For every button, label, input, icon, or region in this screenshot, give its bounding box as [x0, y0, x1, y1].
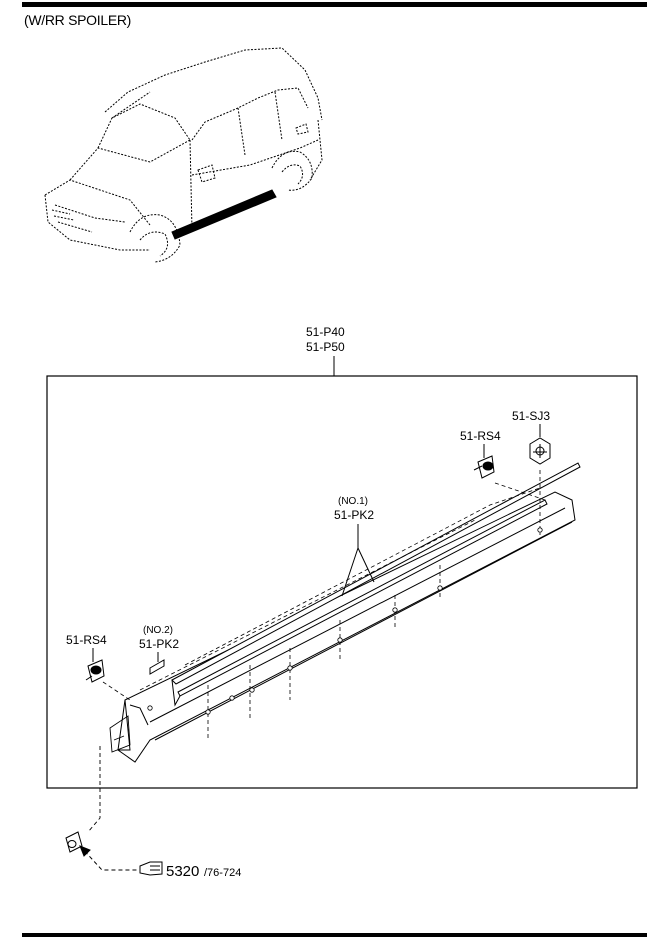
bottom-fastener-leader — [87, 746, 101, 833]
molding-no1-qualifier: (NO.1) — [338, 496, 368, 507]
clip-right-icon — [473, 455, 495, 479]
hole-dots — [147, 527, 543, 715]
clip-left-label: 51-RS4 — [66, 633, 107, 647]
molding-no1-label: 51-PK2 — [334, 508, 374, 522]
nut-icon — [529, 437, 551, 465]
assembly-frame — [46, 375, 638, 789]
vehicle-illustration — [44, 47, 323, 263]
molding-no1-leader — [341, 524, 375, 597]
side-sill-highlight — [171, 189, 277, 240]
reference-page: 5320 — [166, 863, 199, 880]
bottom-fastener-icon — [65, 831, 83, 853]
assembly-label-2: 51-P50 — [306, 340, 345, 354]
diagram-caption: (W/RR SPOILER) — [24, 12, 132, 28]
clip-left-icon — [85, 659, 105, 683]
reference-arrow — [79, 845, 138, 871]
hole-indicators — [102, 470, 546, 740]
bottom-rule — [22, 933, 647, 937]
clip-right-label: 51-RS4 — [460, 429, 501, 443]
top-rule — [22, 2, 647, 7]
reference-sub: /76-724 — [204, 867, 241, 879]
molding-strips — [171, 462, 581, 707]
pointing-hand-icon — [139, 861, 163, 876]
assembly-label-1: 51-P40 — [306, 325, 345, 339]
side-spoiler — [117, 491, 576, 763]
nut-label: 51-SJ3 — [512, 409, 550, 423]
molding-no2-qualifier: (NO.2) — [143, 625, 173, 636]
molding-no2-part — [149, 659, 165, 675]
end-cap — [109, 715, 131, 753]
molding-no2-label: 51-PK2 — [139, 637, 179, 651]
